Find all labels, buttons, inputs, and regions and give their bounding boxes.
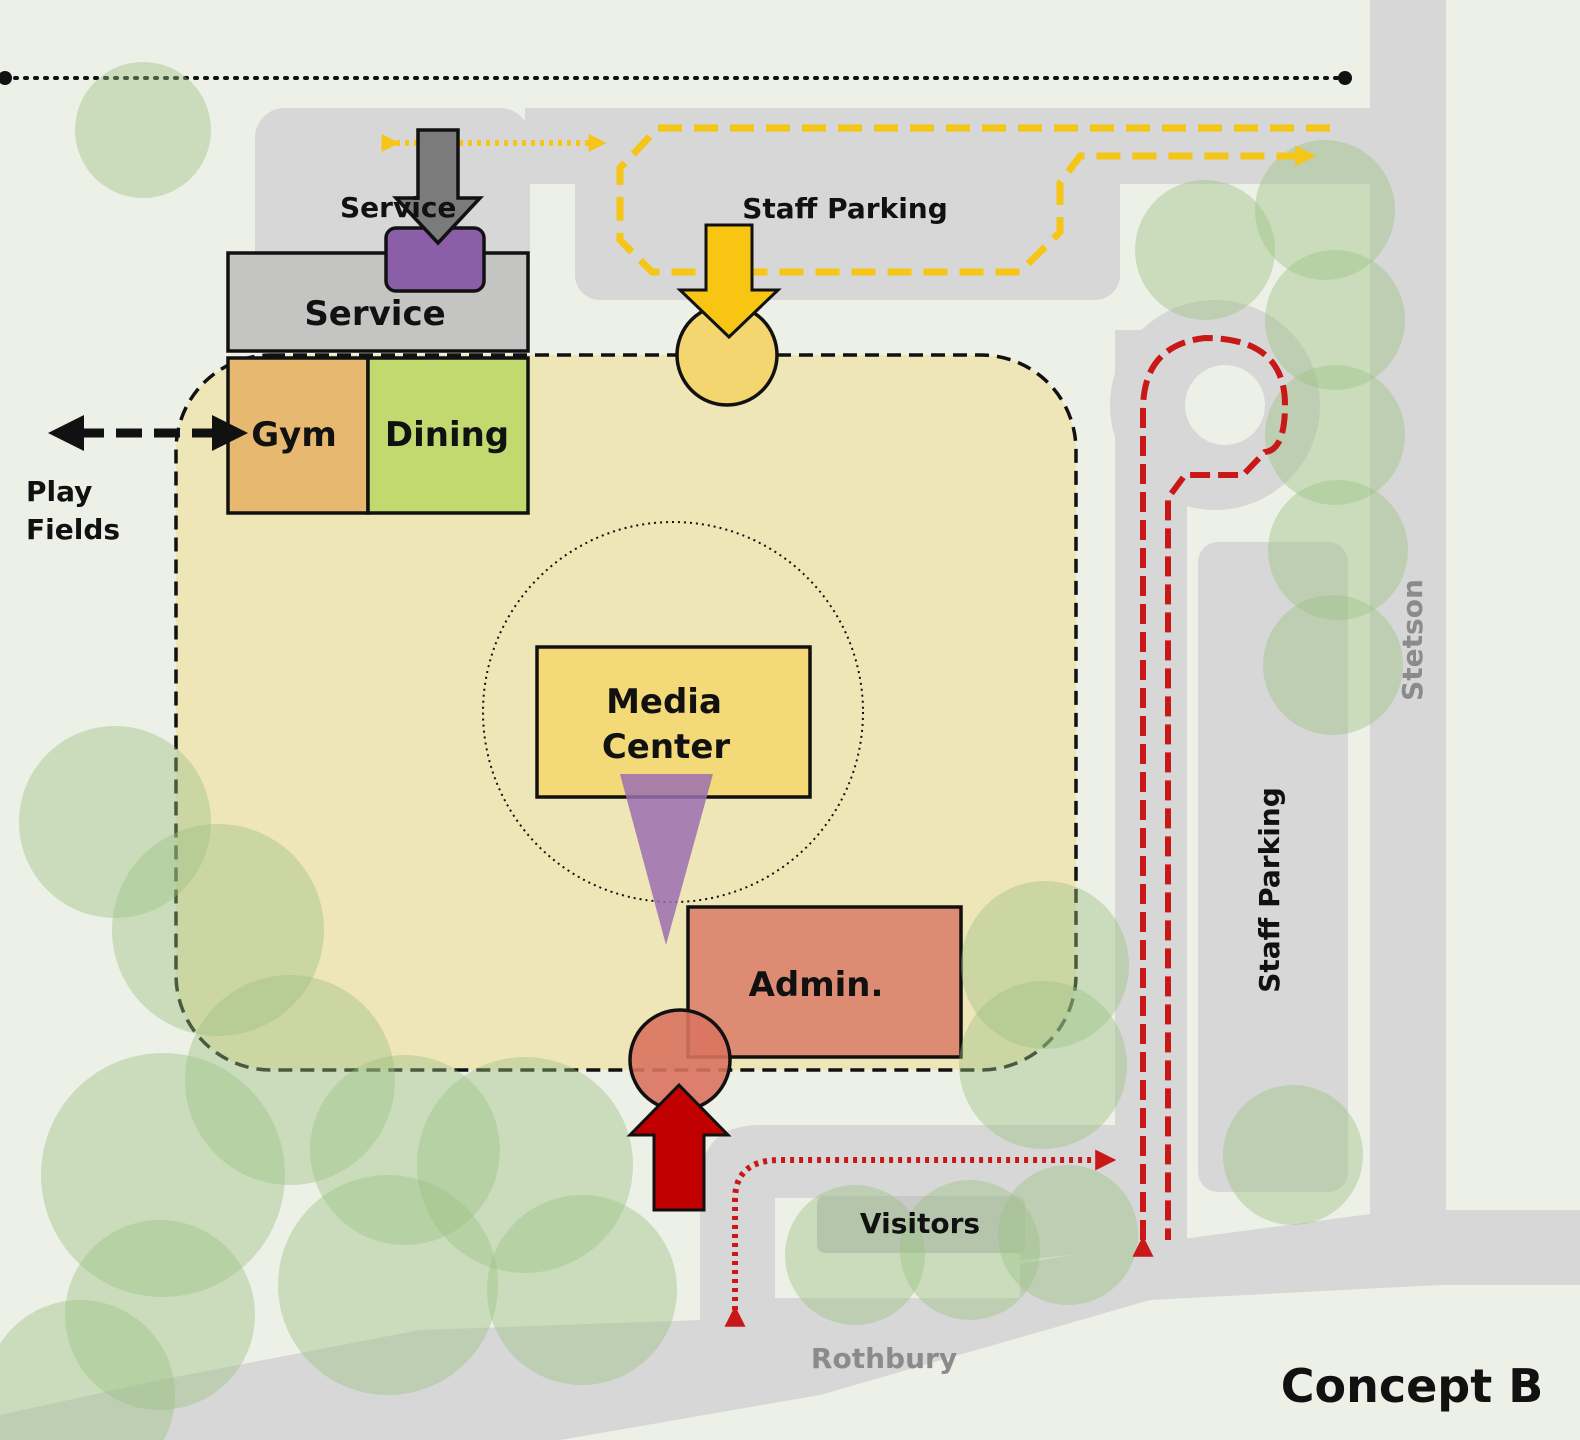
property-line-end-right [1338,71,1352,85]
play-fields-label-line2: Fields [26,513,120,546]
dining-building [366,356,530,515]
view-cone [620,774,713,945]
tree [417,1057,633,1273]
tree [112,824,324,1036]
tree [185,975,395,1185]
tree [65,1220,255,1410]
media-center-building [535,645,812,799]
gym-label: Gym [251,415,337,455]
admin-building [686,905,963,1059]
admin-label: Admin. [749,965,884,1005]
tree [75,62,211,198]
tree [1265,365,1405,505]
media-center-label-line2: Center [602,727,731,767]
service-label: Service [304,294,445,334]
staff-route-outer [616,124,1330,276]
dining-label: Dining [385,415,509,455]
stetson-street-label: Stetson [1396,579,1429,701]
tree [278,1175,498,1395]
tree [41,1053,285,1297]
staff-parking-east-lot [1198,542,1348,1192]
property-line-end-left [0,71,12,85]
visitor-entry-arrow [626,1082,732,1212]
rothbury-street-label: Rothbury [811,1342,957,1375]
service-lot-label: Service [340,191,456,224]
tree [487,1195,677,1385]
visitor-route-dotted [724,1149,1117,1327]
tree [310,1055,500,1245]
staff-parking-north-label: Staff Parking [742,192,948,225]
play-fields-label-line1: Play [26,475,92,508]
stetson-road [1370,0,1446,1230]
media-center-label-line1: Media [606,682,722,722]
tree [1268,480,1408,620]
concept-title: Concept B [1281,1359,1544,1413]
tree [19,726,211,918]
tree [1265,250,1405,390]
tree [1255,140,1395,280]
tree [1223,1085,1363,1225]
visitor-route-dashed-down [1132,334,1289,1257]
staff-parking-east-label: Staff Parking [1253,787,1286,993]
tree [1135,180,1275,320]
trees [0,62,1408,1440]
tree [1263,595,1403,735]
tree [998,1165,1138,1305]
staff-entry-arrow [676,223,782,340]
visitors-label: Visitors [860,1207,980,1240]
tree [0,1300,175,1440]
play-fields-arrow [48,415,248,451]
tree [961,881,1129,1049]
turnaround-island [1185,365,1265,445]
tree [959,981,1127,1149]
service-entry-arrow [391,128,485,246]
media-center-zone [482,521,864,903]
